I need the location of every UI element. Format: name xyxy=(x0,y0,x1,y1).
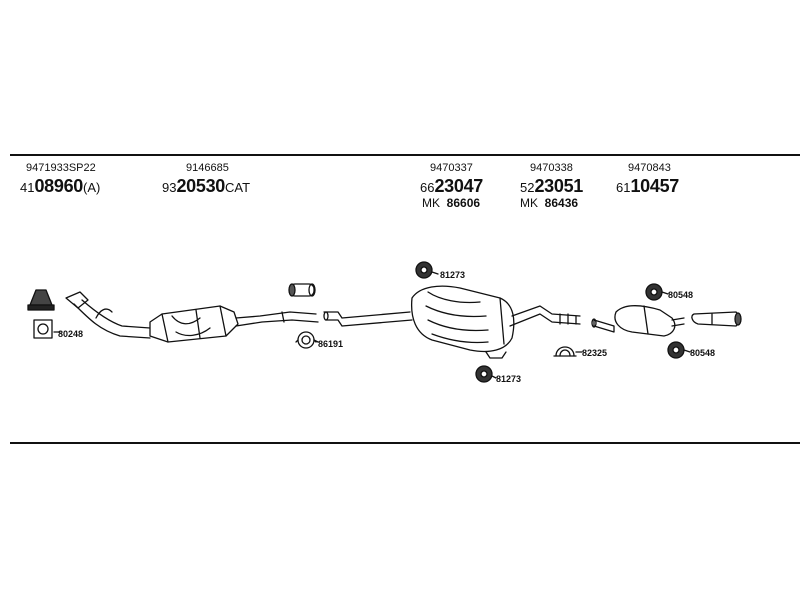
part-main-number: 10457 xyxy=(630,176,680,196)
rear-silencer-icon[interactable] xyxy=(614,305,685,337)
part-main-number: 23047 xyxy=(434,176,484,196)
part-prefix: 93 xyxy=(162,180,177,195)
gasket-80248-icon[interactable] xyxy=(33,319,53,339)
part-prefix: 41 xyxy=(20,180,35,195)
part-mk-4[interactable]: MK 86436 xyxy=(520,196,578,210)
mk-number: 86436 xyxy=(544,196,579,210)
part-suffix: (A) xyxy=(83,180,101,195)
clamp-ring-86191-icon[interactable] xyxy=(295,331,317,349)
rubber-mount-icon[interactable] xyxy=(27,289,55,311)
part-main-number: 20530 xyxy=(176,176,226,196)
part-number-2[interactable]: 9320530CAT xyxy=(162,176,250,198)
callout-80548-bottom[interactable]: 80548 xyxy=(690,348,716,358)
part-number-1[interactable]: 4108960(A) xyxy=(20,176,100,198)
callout-80548-top[interactable]: 80548 xyxy=(668,290,694,300)
part-oem-1: 9471933SP22 xyxy=(26,162,96,174)
part-prefix: 61 xyxy=(616,180,631,195)
part-suffix: CAT xyxy=(225,180,251,195)
top-divider xyxy=(10,154,800,156)
rubber-ring-80548-bottom-icon[interactable] xyxy=(667,341,685,359)
part-prefix: 66 xyxy=(420,180,435,195)
catalytic-converter-icon[interactable] xyxy=(149,305,319,343)
mk-number: 86606 xyxy=(446,196,481,210)
intermediate-pipe-icon[interactable] xyxy=(323,311,413,327)
mk-prefix: MK xyxy=(520,196,538,210)
part-oem-3: 9470337 xyxy=(430,162,473,174)
part-oem-5: 9470843 xyxy=(628,162,671,174)
part-number-3[interactable]: 6623047 xyxy=(420,176,483,198)
mk-prefix: MK xyxy=(422,196,440,210)
callout-81273-top[interactable]: 81273 xyxy=(440,270,466,280)
callout-86191[interactable]: 86191 xyxy=(318,339,344,349)
callout-81273-bottom[interactable]: 81273 xyxy=(496,374,522,384)
part-mk-3[interactable]: MK 86606 xyxy=(422,196,480,210)
part-prefix: 52 xyxy=(520,180,535,195)
part-oem-4: 9470338 xyxy=(530,162,573,174)
rubber-ring-81273-bottom-icon[interactable] xyxy=(475,365,493,383)
part-main-number: 08960 xyxy=(34,176,84,196)
callout-82325[interactable]: 82325 xyxy=(582,348,608,358)
tail-pipe-icon[interactable] xyxy=(691,311,742,327)
part-number-5[interactable]: 6110457 xyxy=(616,176,679,198)
pipe-clamp-icon[interactable] xyxy=(288,283,316,297)
part-number-4[interactable]: 5223051 xyxy=(520,176,583,198)
front-pipe-icon[interactable] xyxy=(65,291,151,339)
callout-80248[interactable]: 80248 xyxy=(58,329,84,339)
rubber-ring-81273-top-icon[interactable] xyxy=(415,261,433,279)
rear-connector-pipe-icon[interactable] xyxy=(591,318,615,333)
part-main-number: 23051 xyxy=(534,176,584,196)
bottom-divider xyxy=(10,442,800,444)
part-oem-2: 9146685 xyxy=(186,162,229,174)
u-bolt-clamp-82325-icon[interactable] xyxy=(553,346,577,357)
middle-silencer-icon[interactable] xyxy=(410,285,581,359)
rubber-ring-80548-top-icon[interactable] xyxy=(645,283,663,301)
